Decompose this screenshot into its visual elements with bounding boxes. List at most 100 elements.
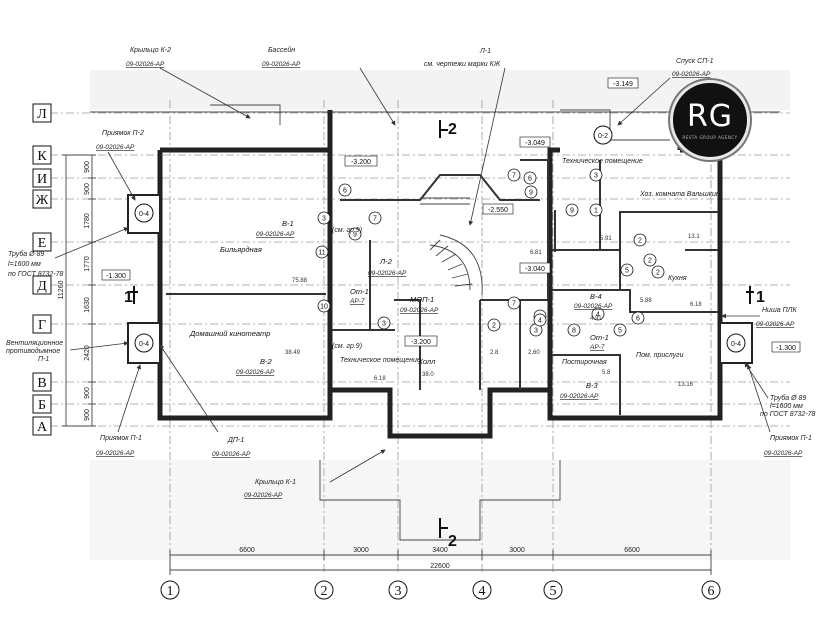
callout-spec: l=1600 мм [8, 261, 41, 268]
door-mark-circle [613, 323, 627, 337]
door-mark-circle [567, 323, 581, 337]
row-axis-markers: Л К И Ж Е Д Г В Б А [32, 103, 52, 436]
pit-mark: 0-4 [139, 341, 149, 348]
door-mark-circle [377, 316, 391, 330]
door-mark: 6 [636, 316, 640, 323]
column-axis-label: 4 [479, 584, 486, 599]
room-area: 2.8 [490, 350, 499, 356]
callout-code: 09-02026-АР [560, 393, 599, 400]
level-mark: -1.300 [106, 273, 126, 280]
door-mark: 6 [343, 188, 347, 195]
pit-mark: 0-4 [139, 211, 149, 218]
callout-code: 09-02026-АР [96, 450, 135, 457]
callout-spec: противодымное [6, 347, 60, 355]
room-area: 5.8 [602, 370, 611, 376]
dim-left: 1630 [84, 297, 91, 313]
callout-spec: по ГОСТ 8732-78 [760, 411, 816, 418]
room-name: Хоз. комната Вальшкин [639, 191, 720, 198]
callout-name: Крыльцо К-1 [255, 479, 296, 486]
callout-code: 09-02026-АР [126, 61, 165, 68]
callout-name: ДП-1 [227, 437, 244, 444]
porch-outlines [210, 104, 670, 541]
door-mark-circle [338, 183, 352, 197]
door-mark: 5 [618, 328, 622, 335]
door-mark-circle [487, 318, 501, 332]
callout-note: (см. гр.9) [332, 227, 362, 234]
door-mark-circle [533, 313, 547, 327]
room-name: Пом. прислуги [636, 352, 684, 359]
room-name: Бильярдная [220, 245, 262, 254]
door-mark: 8 [572, 328, 576, 335]
pits: 0-4 0-4 0-4 0-2 [127, 125, 753, 364]
level-mark: -3.200 [351, 159, 371, 166]
logo-text: RG [686, 99, 734, 134]
door-mark: 2 [648, 258, 652, 265]
row-axis-label: В [37, 376, 46, 391]
room-area: 5.88 [640, 298, 652, 304]
dim-bottom: 3000 [509, 547, 525, 554]
level-mark: -3.149 [613, 81, 633, 88]
door-mark-circle [317, 299, 331, 313]
room-area: 13.16 [678, 382, 694, 388]
callout-code: 09-02026-АР [236, 369, 275, 376]
dim-bottom: 3000 [353, 547, 369, 554]
door-mark-circle [315, 245, 329, 259]
row-axis-label: Д [37, 279, 47, 294]
room-area: 5.91 [600, 236, 612, 242]
dim-bottom: 6600 [624, 547, 640, 554]
door-mark-circle [507, 168, 521, 182]
callout-code: 09-02026-АР [764, 450, 803, 457]
callout-name: Труба Ø 89 [770, 394, 806, 402]
door-mark-circle [631, 311, 645, 325]
callout-code: 09-02026-АР [756, 321, 795, 328]
bottom-dimension-chain: 6600 3000 3400 3000 6600 22600 [169, 547, 712, 575]
door-mark: 7 [512, 173, 516, 180]
callouts: Крыльцо К-2 09-02026-АР Бассейн 09-02026… [6, 46, 816, 499]
level-mark: -1.300 [776, 345, 796, 352]
section-mark: 1 [124, 289, 133, 306]
dim-left: 900 [84, 409, 91, 421]
callout-name: Приямок П-1 [100, 435, 142, 442]
callout-code: АР-7 [589, 344, 605, 351]
row-axis-label: А [37, 420, 48, 435]
callout-name: В-4 [590, 292, 602, 301]
door-mark: 3 [594, 173, 598, 180]
row-axis-label: К [37, 149, 47, 164]
door-mark-circle [643, 253, 657, 267]
logo-subtext: RESTA GROUP AGENCY [682, 135, 738, 140]
column-grid-lines [169, 100, 712, 575]
callout-name: Крыльцо К-2 [130, 47, 171, 54]
door-mark-circle [620, 263, 634, 277]
door-mark-circle [507, 296, 521, 310]
door-mark: 5 [625, 268, 629, 275]
callout-name: В-2 [260, 357, 273, 366]
callout-name: В-1 [282, 219, 294, 228]
door-mark-circle [348, 227, 362, 241]
level-marks: -3.200 -3.049 -3.149 -2.550 -3.040 -3.20… [101, 77, 801, 353]
door-mark: 2 [656, 270, 660, 277]
door-mark-circle [317, 211, 331, 225]
dim-left: 900 [84, 387, 91, 399]
section-marks: 2 2 1 1 [124, 120, 765, 550]
staircase [420, 197, 483, 296]
row-axis-label: Б [38, 398, 46, 413]
room-area: 4.91 [590, 316, 602, 322]
door-mark: 10 [320, 304, 328, 311]
door-mark-circle [524, 185, 538, 199]
callout-name: Л-2 [379, 257, 393, 266]
door-mark-circle [633, 233, 647, 247]
company-logo: RG RESTA GROUP AGENCY [670, 80, 750, 160]
door-mark: 3 [534, 328, 538, 335]
dim-left: 1780 [84, 213, 91, 229]
door-mark: 2 [492, 323, 496, 330]
dim-bottom: 3400 [432, 547, 448, 554]
door-mark-circle [589, 168, 603, 182]
callout-code: 09-02026-АР [96, 144, 135, 151]
door-mark-circle [651, 265, 665, 279]
room-area: 6.18 [690, 302, 702, 308]
level-mark: -3.040 [525, 266, 545, 273]
callout-code: 09-02026-АР [672, 71, 711, 78]
callout-name: Л-1 [479, 48, 491, 55]
callout-code: 09-02026-АР [262, 61, 301, 68]
